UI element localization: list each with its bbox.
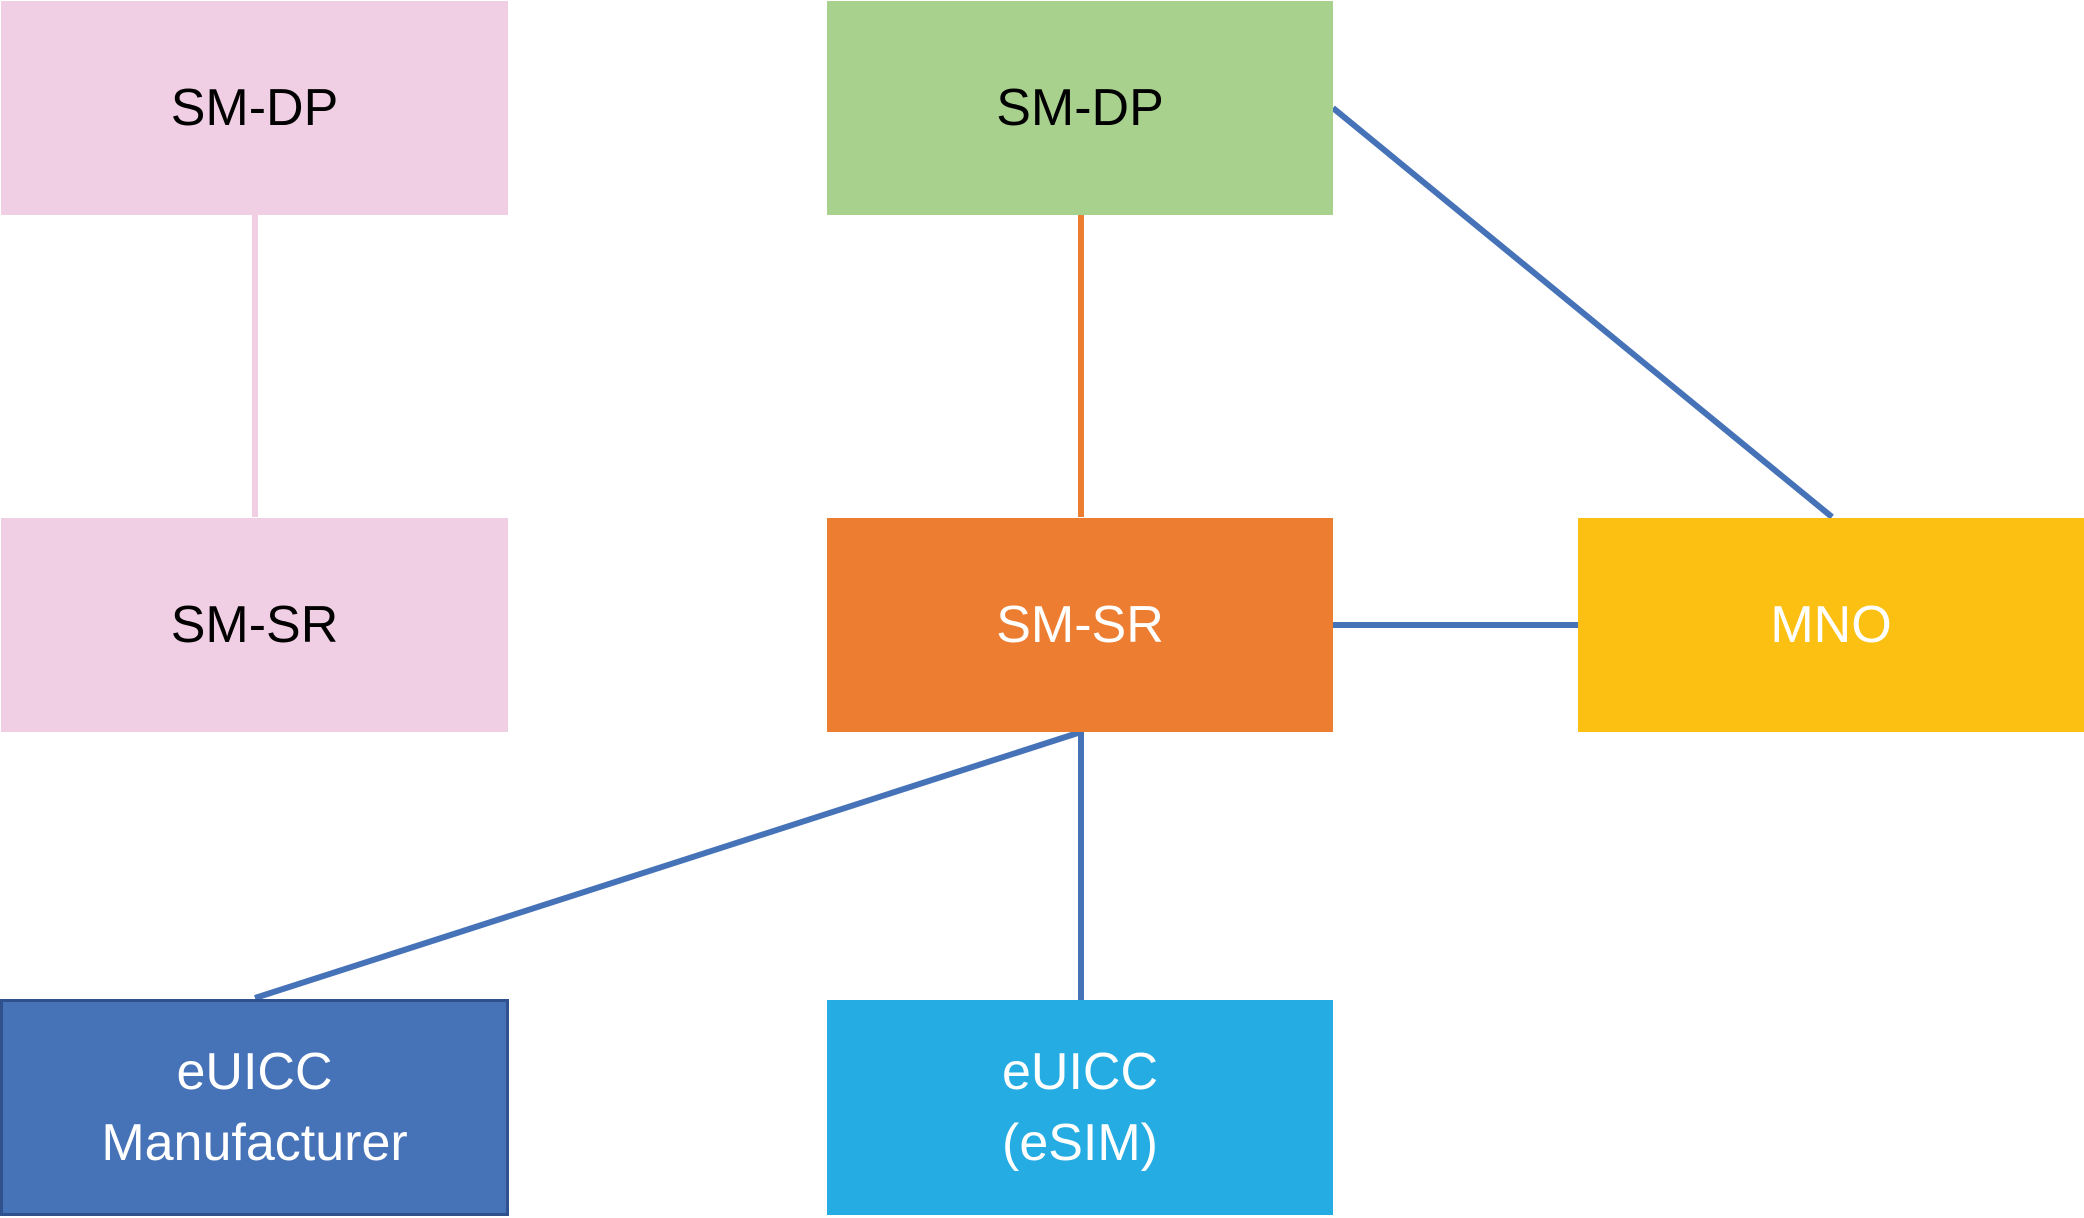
euicc-esim-line1: eUICC	[1001, 1043, 1159, 1102]
mid-smdp-node: SM-DP	[827, 1, 1333, 215]
euicc-manufacturer-line2: Manufacturer	[101, 1113, 408, 1172]
mno-node: MNO	[1578, 518, 2084, 732]
mid-smsr-label: SM-SR	[996, 595, 1164, 654]
left-smdp-node: SM-DP	[1, 1, 508, 215]
left-smdp-label: SM-DP	[170, 78, 339, 137]
euicc-esim-line2: (eSIM)	[1002, 1113, 1158, 1172]
euicc-manufacturer-line1: eUICC	[176, 1043, 333, 1102]
euicc-esim-node: eUICC (eSIM)	[827, 1000, 1333, 1215]
link-mid-smsr-to-euicc-manufacturer	[254, 729, 1082, 1001]
mid-smsr-node: SM-SR	[827, 518, 1333, 732]
euicc-manufacturer-node: eUICC Manufacturer	[0, 999, 509, 1216]
left-smsr-node: SM-SR	[1, 518, 508, 732]
link-mid-smdp-to-mno	[1331, 105, 1834, 520]
mid-smdp-label: SM-DP	[996, 78, 1164, 137]
left-smsr-label: SM-SR	[170, 595, 339, 654]
mno-label: MNO	[1770, 595, 1892, 654]
